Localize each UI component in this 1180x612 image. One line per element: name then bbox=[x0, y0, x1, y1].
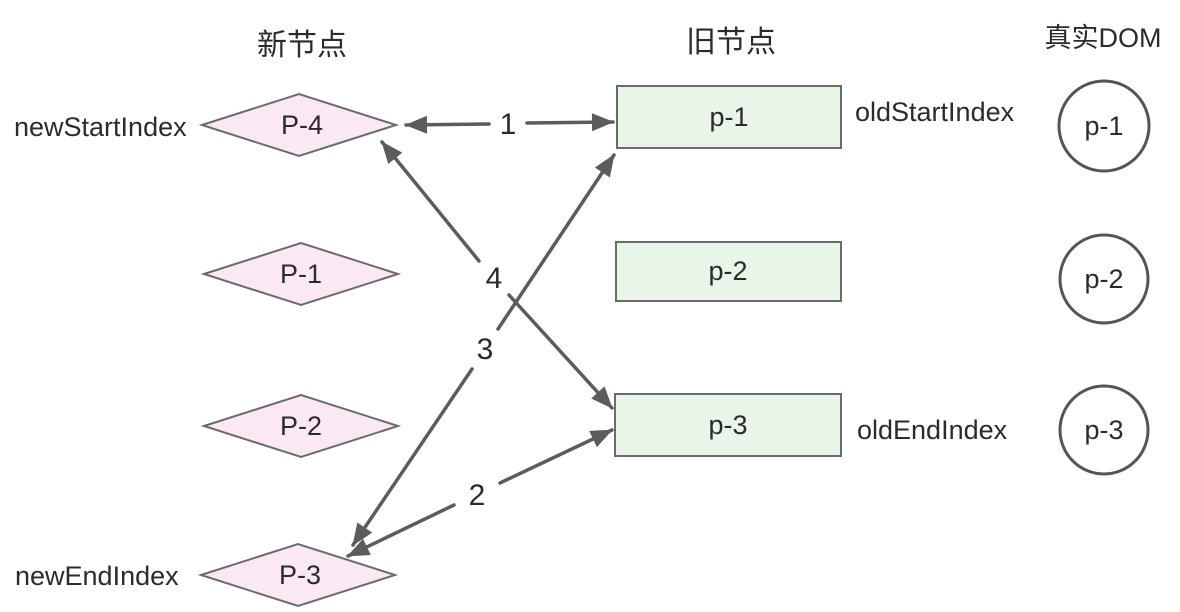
arrow-4-upper-segment bbox=[380, 140, 481, 263]
old-node-p2-label: p-2 bbox=[708, 256, 747, 286]
pointer-label-new-start-index: newStartIndex bbox=[14, 112, 187, 142]
new-node-p4-label: P-4 bbox=[281, 110, 323, 140]
column-header-new-nodes: 新节点 bbox=[257, 29, 347, 62]
arrow-2-right-segment bbox=[498, 428, 614, 485]
arrow-1-left-segment bbox=[404, 115, 491, 134]
new-node-p1-label: P-1 bbox=[280, 259, 322, 289]
arrow-2-left-segment bbox=[346, 503, 456, 558]
dom-circle-p2-label: p-2 bbox=[1084, 264, 1123, 294]
old-node-rect-p3 bbox=[614, 393, 842, 457]
old-node-p3-label: p-3 bbox=[708, 410, 747, 440]
pointer-label-old-start-index: oldStartIndex bbox=[855, 97, 1015, 127]
column-header-real-dom: 真实DOM bbox=[1045, 23, 1162, 53]
column-header-old-nodes: 旧节点 bbox=[686, 26, 776, 59]
dom-circle-p1 bbox=[1057, 79, 1151, 173]
old-node-rect-p1 bbox=[616, 85, 842, 149]
arrow-3-lower-segment bbox=[351, 367, 474, 547]
old-node-rect-p2 bbox=[615, 241, 842, 302]
arrow-4-lower-segment bbox=[507, 293, 614, 410]
pointer-label-old-end-index: oldEndIndex bbox=[857, 415, 1008, 445]
arrow-3-order-label: 3 bbox=[477, 333, 494, 366]
new-node-diamond-p1 bbox=[200, 241, 402, 307]
dom-circle-p1-label: p-1 bbox=[1084, 111, 1123, 141]
arrow-2-order-label: 2 bbox=[469, 479, 486, 512]
old-nodes-column: p-1 p-2 p-3 bbox=[614, 85, 842, 457]
pointer-label-new-end-index: newEndIndex bbox=[15, 561, 179, 591]
arrow-1-order-label: 1 bbox=[500, 108, 517, 141]
comparison-arrows: 1 4 3 2 bbox=[346, 108, 616, 558]
new-node-diamond-p3 bbox=[197, 542, 399, 608]
dom-circle-p3-label: p-3 bbox=[1084, 415, 1123, 445]
arrow-3-upper-segment bbox=[496, 153, 616, 331]
new-node-p3-label: P-3 bbox=[279, 560, 321, 590]
arrow-1-right-segment bbox=[525, 113, 615, 132]
new-node-diamond-p2 bbox=[200, 393, 402, 459]
new-node-diamond-p4 bbox=[198, 92, 400, 158]
new-node-p2-label: P-2 bbox=[280, 411, 322, 441]
dom-circle-p2 bbox=[1058, 233, 1150, 325]
old-node-p1-label: p-1 bbox=[709, 102, 748, 132]
new-nodes-column: P-4 P-1 P-2 P-3 bbox=[197, 92, 402, 608]
dom-circle-p3 bbox=[1058, 384, 1150, 476]
arrow-4-order-label: 4 bbox=[486, 262, 503, 295]
real-dom-column: p-1 p-2 p-3 bbox=[1057, 79, 1151, 476]
